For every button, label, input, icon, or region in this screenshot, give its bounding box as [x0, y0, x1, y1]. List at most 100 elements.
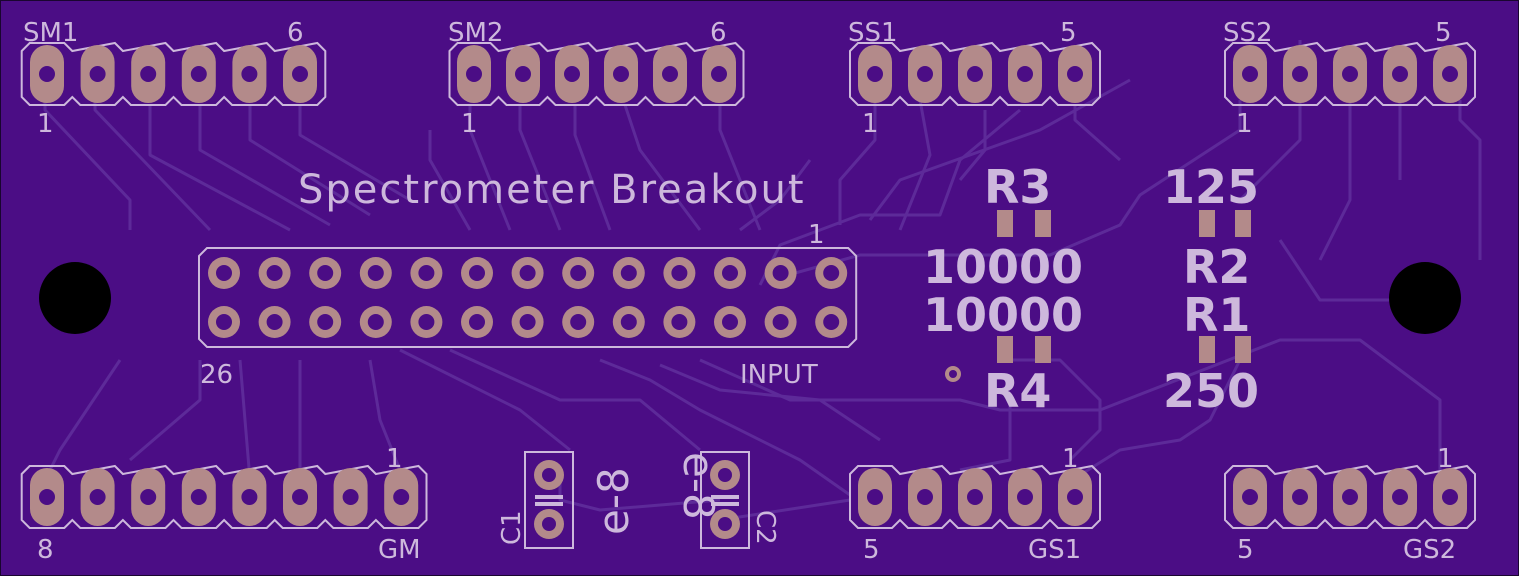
pad-drill — [140, 489, 157, 505]
header-outline — [849, 464, 1101, 529]
trace — [298, 105, 411, 202]
ss1-pin-first: 1 — [862, 109, 879, 139]
pad-drill — [564, 66, 580, 82]
trace — [198, 105, 331, 227]
pad-drill — [570, 314, 587, 330]
header-outline — [198, 247, 858, 348]
r1-pad — [1199, 336, 1215, 363]
gs1-label: GS1 — [1028, 535, 1081, 565]
pad-drill — [39, 489, 55, 505]
pad-drill — [1442, 66, 1458, 82]
capacitor-c1 — [524, 451, 574, 549]
gs2-label: GS2 — [1403, 535, 1456, 565]
c2-value: e-8 — [674, 452, 723, 520]
header-outline — [20, 464, 428, 529]
trace — [1278, 239, 1390, 302]
pad-drill — [216, 265, 232, 281]
pad-drill — [266, 314, 283, 330]
trace — [959, 400, 1012, 472]
r2-pad — [1199, 210, 1215, 237]
pad-drill — [292, 66, 308, 82]
pad-drill — [1017, 489, 1033, 505]
pad-drill — [519, 265, 536, 281]
r3-pad — [997, 210, 1013, 237]
pad-drill — [1292, 66, 1308, 82]
c2-drill — [718, 517, 732, 531]
pad-drill — [39, 66, 55, 82]
pad-drill — [917, 489, 933, 505]
pad-drill — [89, 66, 106, 82]
mounting-hole-left — [39, 262, 111, 334]
pad-drill — [1392, 66, 1408, 82]
capacitor-c2 — [700, 451, 750, 549]
trace — [148, 105, 291, 232]
pad-drill — [823, 314, 840, 330]
trace — [769, 100, 1242, 282]
pad-drill — [393, 489, 410, 505]
pad-drill — [917, 66, 933, 82]
pad-drill — [620, 265, 637, 281]
input-pin-last: 26 — [200, 360, 233, 390]
ss2-label: SS2 — [1223, 18, 1273, 48]
sm1-pin-last: 6 — [287, 18, 304, 48]
r3-label: R3 — [984, 160, 1051, 214]
r3-value: 10000 — [923, 240, 1083, 294]
pad-drill — [1242, 66, 1258, 82]
pad-drill — [190, 489, 207, 505]
c1-label: C1 — [497, 510, 527, 545]
pad-drill — [466, 66, 482, 82]
trace — [368, 359, 402, 471]
pad-drill — [140, 66, 157, 82]
pad-drill — [190, 66, 207, 82]
pad-drill — [292, 489, 308, 505]
r2-label: R2 — [1183, 240, 1250, 294]
gm-pin-last: 8 — [37, 535, 54, 565]
pad-drill — [1392, 489, 1408, 505]
trace — [838, 100, 877, 225]
trace — [518, 105, 562, 231]
connector-ss2 — [1224, 41, 1476, 106]
c2-label: C2 — [750, 510, 780, 545]
trace — [599, 358, 851, 497]
r1-value: 10000 — [923, 288, 1083, 342]
pad-drill — [317, 265, 334, 281]
trace — [1318, 100, 1352, 261]
sm1-pin-first: 1 — [37, 109, 54, 139]
sm2-pin-first: 1 — [461, 109, 478, 139]
r4-pad — [1035, 336, 1051, 363]
trace — [129, 360, 202, 462]
sm1-label: SM1 — [23, 18, 78, 48]
pad-drill — [662, 66, 678, 82]
trace — [93, 100, 212, 232]
resistor-pads — [997, 210, 1251, 363]
r1-label: R1 — [1183, 288, 1250, 342]
gs1-pin-last: 5 — [863, 535, 880, 565]
c1-drill — [542, 517, 556, 531]
ss1-pin-last: 5 — [1060, 18, 1077, 48]
trace — [719, 498, 851, 522]
trace — [1079, 359, 1242, 477]
pad-drill — [1342, 489, 1358, 505]
pad-drill — [342, 489, 359, 505]
c1-plate — [535, 502, 563, 506]
pad-drill — [367, 314, 384, 330]
gs1-pin-first: 1 — [1062, 444, 1079, 474]
trace — [739, 159, 812, 232]
pad-drill — [418, 314, 435, 330]
board-title: Spectrometer Breakout — [298, 167, 806, 213]
connector-input — [198, 247, 858, 348]
pad-drill — [867, 66, 883, 82]
pad-drill — [515, 66, 531, 82]
pad-drill — [967, 489, 983, 505]
c2-plate — [711, 495, 739, 499]
pad-drill — [241, 66, 258, 82]
r4-label: R4 — [984, 364, 1051, 418]
trace — [468, 105, 512, 231]
r4-pad — [997, 336, 1013, 363]
pad-drill — [469, 314, 485, 330]
pad-drill — [1292, 489, 1308, 505]
header-outline — [1224, 41, 1476, 106]
connector-sm1 — [20, 41, 327, 106]
